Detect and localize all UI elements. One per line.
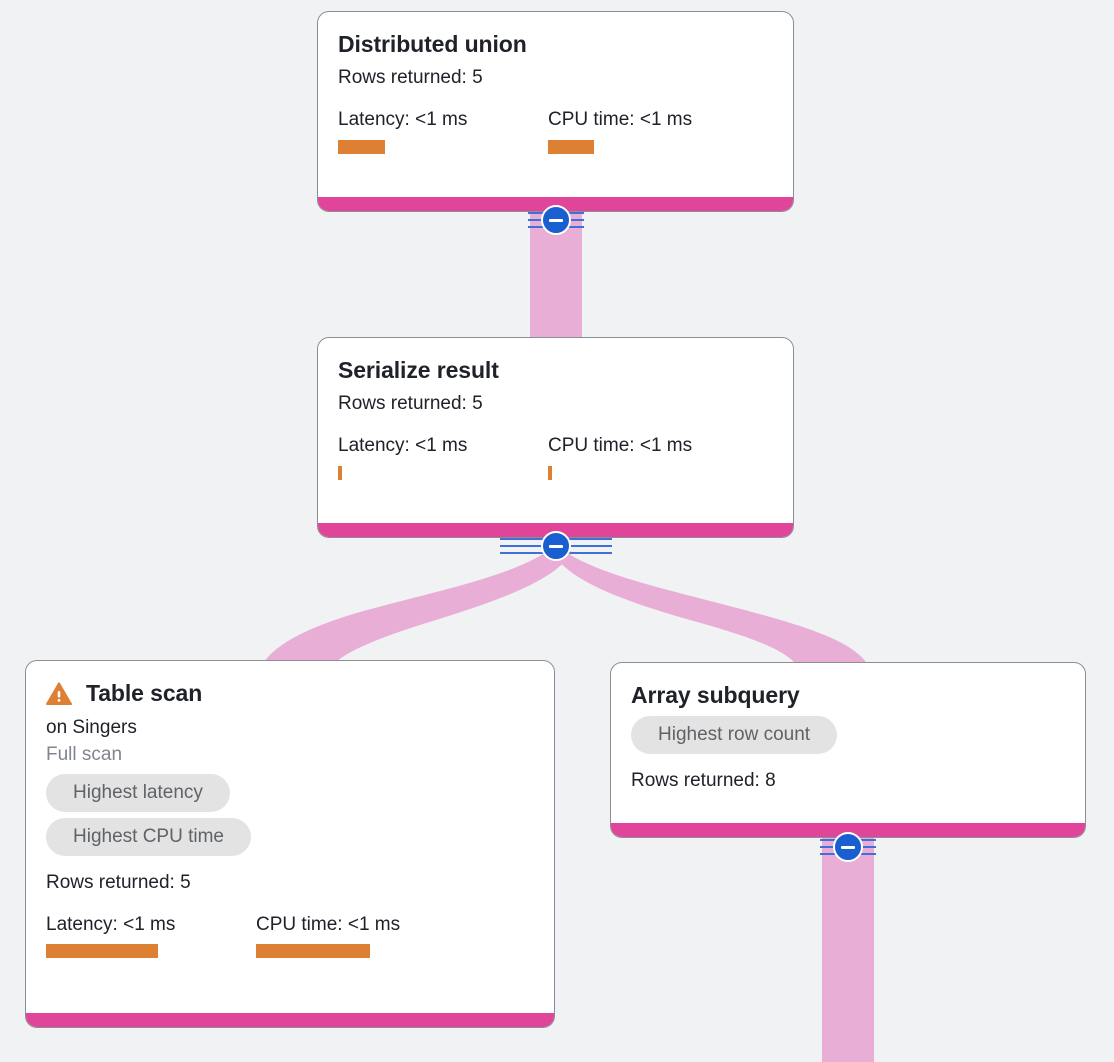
badge-highest-row-count: Highest row count — [631, 716, 838, 755]
rows-returned: Rows returned: 5 — [338, 67, 483, 89]
node-title: Serialize result — [338, 357, 499, 383]
metric-latency: Latency: <1 ms — [46, 914, 256, 959]
rows-returned: Rows returned: 5 — [46, 871, 191, 893]
node-title: Array subquery — [631, 682, 800, 708]
node-title-row: Distributed union — [338, 31, 773, 57]
metric-latency: Latency: <1 ms — [338, 435, 548, 480]
rows-returned: Rows returned: 8 — [631, 770, 776, 792]
edge-serialize-result-to-table-scan — [264, 545, 572, 662]
metric-cpu-time-label: CPU time: <1 ms — [548, 109, 693, 131]
node-title: Table scan — [86, 680, 203, 706]
plan-node-serialize-result[interactable]: Serialize result Rows returned: 5 Latenc… — [317, 337, 794, 538]
metric-cpu-time-label: CPU time: <1 ms — [548, 435, 693, 457]
plan-node-table-scan[interactable]: Table scan on Singers Full scan Highest … — [25, 660, 555, 1028]
node-body: Serialize result Rows returned: 5 Latenc… — [318, 338, 793, 523]
metric-cpu-time: CPU time: <1 ms — [548, 435, 692, 480]
node-body: Table scan on Singers Full scan Highest … — [26, 661, 554, 1013]
node-badges: Highest row count — [631, 716, 1065, 760]
collapse-toggle-distributed-union[interactable] — [541, 205, 571, 235]
metric-cpu-time: CPU time: <1 ms — [256, 914, 400, 959]
node-metrics: Latency: <1 ms CPU time: <1 ms — [46, 914, 534, 959]
edge-array-subquery-to-child — [822, 838, 874, 1062]
metric-latency-label: Latency: <1 ms — [338, 109, 468, 131]
badge-highest-cpu-time: Highest CPU time — [46, 817, 251, 856]
metric-latency: Latency: <1 ms — [338, 109, 548, 154]
node-title-row: Serialize result — [338, 357, 773, 383]
plan-node-distributed-union[interactable]: Distributed union Rows returned: 5 Laten… — [317, 11, 794, 212]
node-title: Distributed union — [338, 31, 527, 57]
node-footer-bar — [26, 1013, 554, 1027]
metric-cpu-time-bar — [548, 465, 552, 480]
metric-cpu-time-label: CPU time: <1 ms — [256, 913, 401, 935]
node-footer-bar — [318, 523, 793, 537]
metric-cpu-time-bar — [256, 944, 370, 959]
node-metrics: Latency: <1 ms CPU time: <1 ms — [338, 435, 773, 480]
badge-highest-latency: Highest latency — [46, 773, 230, 812]
scan-target: on Singers — [46, 717, 137, 739]
metric-latency-bar — [338, 465, 342, 480]
metric-latency-label: Latency: <1 ms — [338, 435, 468, 457]
node-title-row: Table scan — [46, 680, 534, 706]
node-body: Array subquery Highest row count Rows re… — [611, 663, 1085, 823]
node-title-row: Array subquery — [631, 682, 1065, 708]
metric-cpu-time-bar — [548, 139, 594, 154]
collapse-toggle-array-subquery[interactable] — [833, 832, 863, 862]
metric-latency-bar — [46, 944, 158, 959]
rows-returned: Rows returned: 5 — [338, 393, 483, 415]
edge-serialize-result-to-array-subquery — [552, 545, 866, 662]
collapse-toggle-serialize-result[interactable] — [541, 531, 571, 561]
plan-node-array-subquery[interactable]: Array subquery Highest row count Rows re… — [610, 662, 1086, 838]
node-metrics: Latency: <1 ms CPU time: <1 ms — [338, 109, 773, 154]
metric-latency-bar — [338, 139, 385, 154]
metric-latency-label: Latency: <1 ms — [46, 913, 176, 935]
node-body: Distributed union Rows returned: 5 Laten… — [318, 12, 793, 197]
metric-cpu-time: CPU time: <1 ms — [548, 109, 692, 154]
node-footer-bar — [318, 197, 793, 211]
warning-triangle-icon — [46, 682, 72, 705]
node-badges: Highest latency Highest CPU time — [46, 773, 534, 862]
node-footer-bar — [611, 823, 1085, 837]
scan-type: Full scan — [46, 744, 123, 766]
